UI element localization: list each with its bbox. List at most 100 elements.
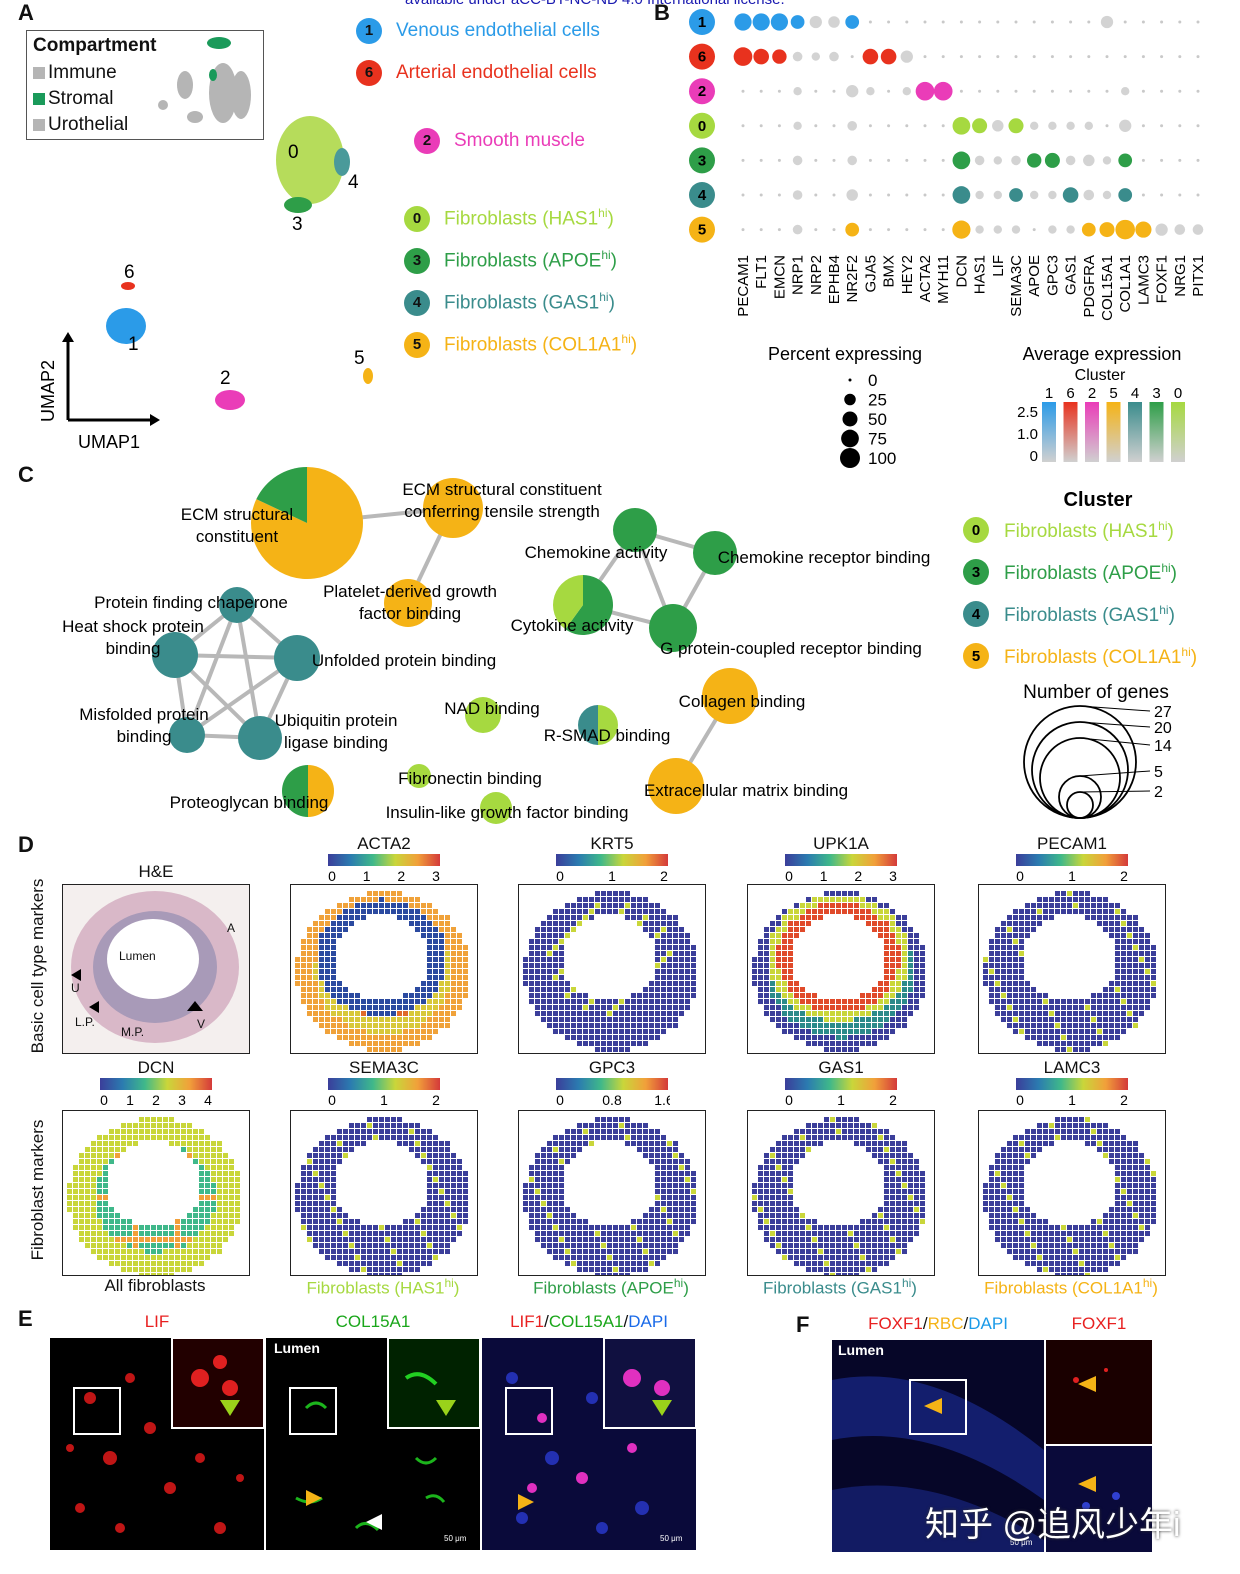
color-legend-cluster-label: 1 bbox=[1045, 385, 1053, 402]
dotplot-row-label-0: 0 bbox=[698, 118, 706, 135]
svg-text:0: 0 bbox=[785, 868, 793, 882]
umap-label-1: 1 bbox=[128, 334, 139, 355]
network-node: Cytokine activity bbox=[511, 575, 634, 635]
dotplot-dot bbox=[941, 55, 945, 59]
dotplot-row-badge-5 bbox=[689, 216, 715, 243]
network-node: Extracellular matrix binding bbox=[644, 758, 848, 814]
dotplot-dot bbox=[793, 87, 802, 96]
dotplot-gene-label: FLT1 bbox=[753, 255, 770, 289]
dotplot-dot bbox=[792, 51, 803, 62]
row2-label: Fibroblast markers bbox=[28, 1119, 47, 1261]
svg-text:2: 2 bbox=[1120, 868, 1128, 882]
dotplot-dot bbox=[1105, 124, 1109, 128]
dotplot-dot bbox=[941, 124, 945, 128]
svg-text:2: 2 bbox=[397, 868, 405, 882]
dotplot-gene-label: COL1A1 bbox=[1117, 255, 1134, 313]
network-node-label: G protein-coupled receptor binding bbox=[660, 639, 922, 658]
dotplot-dot bbox=[1069, 89, 1073, 93]
dotplot-dot bbox=[777, 228, 781, 232]
spatial-title-gas1: GAS1 bbox=[818, 1058, 864, 1077]
dotplot-dot bbox=[905, 228, 909, 232]
dotplot-dot bbox=[1011, 155, 1021, 166]
dotplot-dot bbox=[923, 158, 927, 162]
svg-text:2: 2 bbox=[152, 1092, 160, 1106]
umap-label-4: 4 bbox=[348, 172, 359, 193]
dotplot-dot bbox=[1102, 156, 1112, 165]
dotplot-dot bbox=[996, 89, 1000, 93]
dotplot-dot bbox=[868, 158, 872, 162]
dotplot-row-label-2: 2 bbox=[698, 83, 706, 100]
dotplot-dot bbox=[759, 228, 763, 232]
network-legend-badge bbox=[963, 643, 989, 669]
umap-label-6: 6 bbox=[124, 262, 135, 283]
dotplot-dot bbox=[868, 20, 872, 24]
dotplot-dot bbox=[1196, 55, 1200, 59]
dotplot-gene-label: PITX1 bbox=[1190, 255, 1207, 297]
size-legend-label-c: 5 bbox=[1154, 764, 1163, 781]
network-node-label: constituent bbox=[196, 527, 278, 546]
dotplot-dot bbox=[1014, 20, 1018, 24]
legend-immune: Immune bbox=[33, 62, 117, 84]
dotplot-dot bbox=[1121, 87, 1130, 96]
dotplot-dot bbox=[900, 50, 913, 63]
dotplot-dot bbox=[941, 228, 945, 232]
network-node: Chemokine activity bbox=[525, 508, 668, 562]
svg-text:1: 1 bbox=[837, 1092, 845, 1106]
network-legend-label: Fibroblasts (HAS1hi) bbox=[1004, 519, 1174, 542]
dotplot-dot bbox=[1178, 20, 1182, 24]
cluster-badge-0: 0 bbox=[404, 206, 430, 233]
dotplot-dot bbox=[923, 124, 927, 128]
network-node: Protein finding chaperone bbox=[94, 587, 288, 623]
spatial-map-sema3c bbox=[290, 1110, 478, 1276]
dotplot-dot bbox=[1087, 89, 1091, 93]
spatial-map-dcn bbox=[62, 1110, 250, 1276]
dotplot-dot bbox=[996, 55, 1000, 59]
dotplot-dot bbox=[1105, 89, 1109, 93]
dotplot-dot bbox=[880, 48, 897, 65]
spatial-title-upk1a: UPK1A bbox=[813, 834, 869, 853]
spatial-map-krt5 bbox=[518, 884, 706, 1054]
dotplot-row-badge-3 bbox=[689, 147, 715, 174]
dotplot-dot bbox=[1009, 188, 1023, 202]
dotplot-dot bbox=[1062, 187, 1079, 203]
network-node: Insulin-like growth factor binding bbox=[386, 792, 628, 824]
svg-text:1.6: 1.6 bbox=[654, 1092, 670, 1106]
dotplot-dot bbox=[905, 158, 909, 162]
dotplot-dot bbox=[809, 15, 822, 29]
dotplot-dot bbox=[850, 55, 854, 59]
dotplot-dot bbox=[959, 20, 963, 24]
dotplot-dot bbox=[978, 55, 982, 59]
svg-text:1: 1 bbox=[363, 868, 371, 882]
dotplot-dot bbox=[832, 124, 836, 128]
e-title-col15a1: COL15A1 bbox=[335, 1312, 411, 1331]
network-node: G protein-coupled receptor binding bbox=[649, 604, 922, 658]
size-legend-dot bbox=[848, 378, 852, 382]
svg-text:0: 0 bbox=[556, 868, 564, 882]
he-mark-a: A bbox=[227, 921, 236, 935]
size-legend-title-c: Number of genes bbox=[1023, 682, 1169, 703]
dotplot-dot bbox=[902, 87, 911, 96]
dotplot-dot bbox=[887, 89, 891, 93]
svg-text:0: 0 bbox=[328, 868, 336, 882]
dotplot-dot bbox=[772, 49, 787, 64]
cluster-badge-2: 2 bbox=[414, 128, 440, 154]
dotplot-dot bbox=[1178, 89, 1182, 93]
network-node-label: Platelet-derived growth bbox=[323, 582, 497, 601]
network-edge bbox=[185, 604, 239, 736]
umap-cluster-5 bbox=[363, 368, 373, 384]
dotplot-gene-label: PECAM1 bbox=[735, 255, 752, 317]
network-node: NAD binding bbox=[444, 697, 540, 733]
network-node-label: ligase binding bbox=[284, 733, 388, 752]
spatial-title-gpc3: GPC3 bbox=[588, 1058, 636, 1077]
spatial-caption-4: Fibroblasts (COL1A1hi) bbox=[984, 1276, 1158, 1298]
dotplot-dot bbox=[1099, 222, 1115, 238]
dotplot-dot bbox=[959, 89, 963, 93]
dotplot-dot bbox=[952, 220, 971, 239]
dotplot-dot bbox=[759, 193, 763, 197]
dotplot-dot bbox=[846, 189, 858, 201]
